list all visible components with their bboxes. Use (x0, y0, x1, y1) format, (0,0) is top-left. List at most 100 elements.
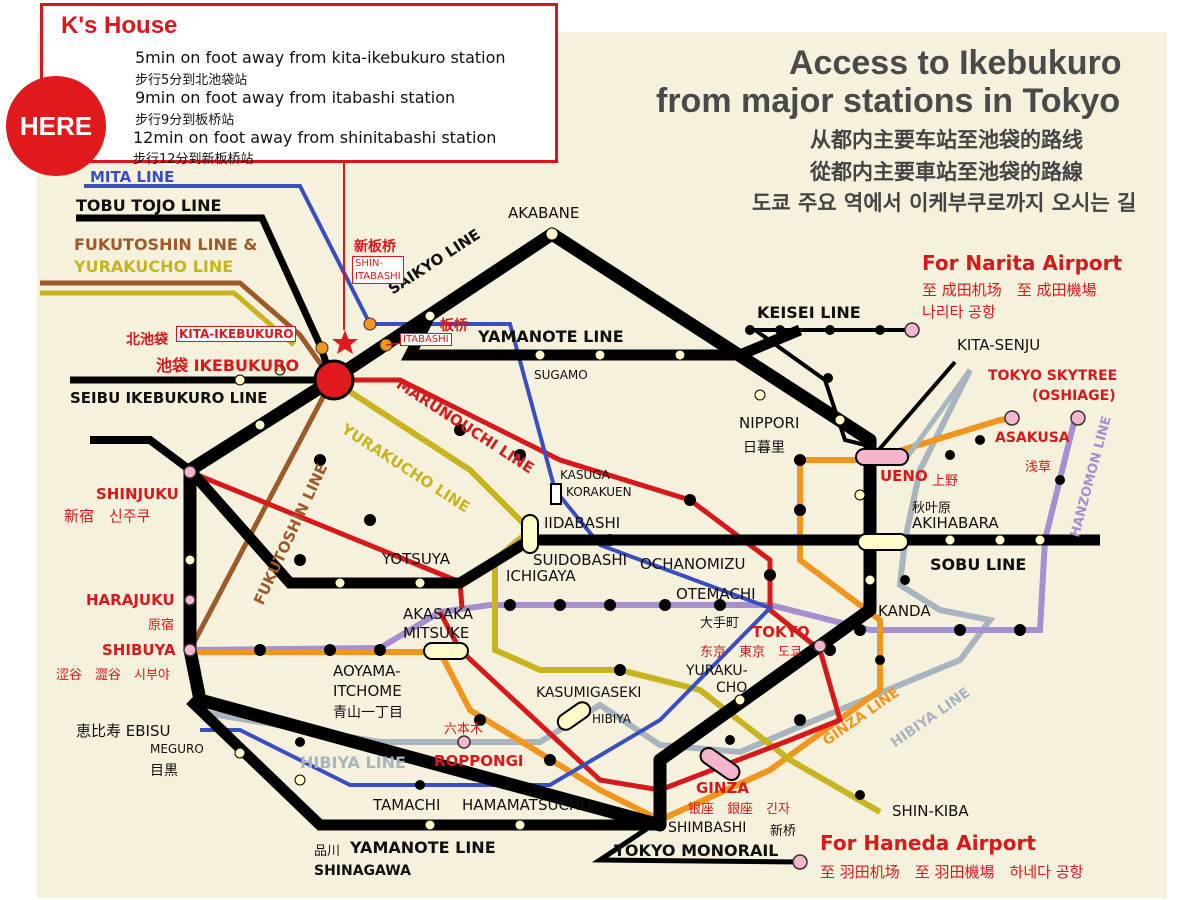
station-dot (1055, 475, 1065, 485)
station-dot (183, 465, 197, 479)
station-dot (183, 643, 197, 657)
ks-line-1: 5min on foot away from kita-ikebukuro st… (135, 48, 506, 67)
station-roppongi-jp: 六本木 (444, 722, 484, 737)
fukutoshin-line (40, 280, 335, 652)
transfer-kasumigaseki (556, 701, 592, 731)
station-harajuku: HARAJUKU (86, 591, 175, 609)
station-dot (514, 449, 526, 461)
airport-dots (183, 322, 1086, 870)
fukutoshin-amp-label: FUKUTOSHIN LINE & (74, 235, 258, 254)
station-dot (424, 819, 436, 831)
station-kita-ikebukuro-jp: 北池袋 (126, 332, 168, 348)
title-en-1: Access to Ikebukuro (789, 44, 1122, 82)
station-shin-itabashi-en: SHIN- ITABASHI (352, 256, 404, 284)
station-dot (794, 714, 806, 726)
station-dot (534, 349, 546, 361)
station-shibuya-sub: 涩谷 澀谷 시부야 (56, 668, 170, 683)
narita-label: For Narita Airport (922, 251, 1123, 275)
station-dot (424, 310, 436, 322)
station-dot (954, 624, 966, 636)
station-dot (754, 389, 766, 401)
kita-senju-link (902, 368, 973, 462)
narita-sub-1: 至 成田机场 至 成田機場 (922, 281, 1097, 299)
station-dot (374, 644, 386, 656)
station-dot (1014, 624, 1026, 636)
station-dot (1070, 410, 1086, 426)
station-tokyo: TOKYO (752, 623, 810, 641)
metro-station-dots (254, 325, 1065, 800)
kita-senju-link-jr (868, 360, 957, 462)
station-kasuga: KASUGA (560, 468, 610, 482)
station-dot (659, 599, 671, 611)
station-dot (345, 737, 355, 747)
title-zh-t: 從都内主要車站至池袋的路線 (810, 160, 1083, 184)
station-dot (315, 341, 329, 355)
station-harajuku-sub: 原宿 (148, 618, 175, 633)
station-dot (454, 424, 466, 436)
ks-line-2: 步行5分到北池袋站 (135, 73, 248, 88)
station-ebisu: 恵比寿 EBISU (76, 722, 171, 740)
station-sugamo: SUGAMO (534, 368, 588, 382)
station-dot (875, 655, 885, 665)
station-dot (184, 594, 196, 606)
station-dot (324, 644, 336, 656)
mita-line (84, 184, 774, 787)
station-tokyo-sub: 东京 東京 도쿄 (700, 645, 802, 660)
station-otemachi: OTEMACHI (676, 585, 756, 603)
station-kasumigaseki: KASUMIGASEKI (536, 685, 642, 701)
station-dot (855, 790, 865, 800)
station-dot (854, 489, 866, 501)
station-dot (945, 450, 955, 460)
station-dot (234, 374, 246, 386)
station-shibuya: SHIBUYA (102, 641, 176, 659)
station-meguro-jp: 目黒 (150, 763, 178, 779)
transfer-akihabara (857, 533, 909, 551)
station-dot (684, 494, 696, 506)
station-dot (875, 325, 885, 335)
station-dot (604, 599, 616, 611)
station-aoyama-2: ITCHOME (333, 682, 402, 700)
station-kita-senju: KITA-SENJU (957, 336, 1041, 354)
station-dot (274, 364, 286, 376)
transfer-capsules (423, 514, 909, 731)
station-dot (604, 534, 616, 546)
yurakucho-line-label: YURAKUCHO LINE (74, 257, 234, 276)
station-dot (254, 419, 266, 431)
ks-house-box: K's House 5min on foot away from kita-ik… (40, 3, 558, 167)
ikebukuro-hub (313, 359, 355, 401)
shin-itabashi-en-1: SHIN- (355, 258, 383, 269)
station-aoyama-jp: 青山一丁目 (333, 705, 403, 721)
ks-line-4: 步行9分到板桥站 (135, 113, 235, 128)
station-dot (944, 534, 956, 546)
station-dot (900, 575, 910, 585)
station-dot (734, 694, 746, 706)
station-dot (594, 349, 606, 361)
station-shinjuku: SHINJUKU (96, 485, 179, 503)
station-hamamatsucho: HAMAMATSUCHO (462, 796, 593, 814)
station-nippori-jp: 日暮里 (743, 440, 785, 456)
yurakucho-line-diag (330, 377, 882, 815)
station-shinagawa-jp: 品川 (314, 844, 341, 859)
station-dot (725, 735, 735, 745)
shin-itabashi-en-2: ITABASHI (355, 271, 401, 282)
station-dot (825, 325, 835, 335)
station-dot (614, 664, 626, 676)
station-yotsuya: YOTSUYA (382, 550, 451, 568)
station-shin-kiba: SHIN-KIBA (892, 802, 969, 820)
station-dot (474, 714, 486, 726)
station-dot (854, 624, 866, 636)
star-icon (332, 330, 358, 354)
station-meguro: MEGURO (150, 742, 204, 756)
station-akabane: AKABANE (508, 204, 580, 222)
mita-line-label: MITA LINE (90, 168, 175, 186)
keisei-line-label: KEISEI LINE (757, 303, 861, 322)
station-dot (745, 325, 755, 335)
station-dot (414, 577, 426, 589)
title-en-2: from major stations in Tokyo (656, 82, 1121, 120)
station-dot (975, 435, 985, 445)
here-badge: HERE (6, 76, 106, 176)
station-akihabara-jp: 秋叶原 (912, 501, 952, 516)
station-shimbashi: SHIMBASHI (668, 820, 747, 836)
station-roppongi: ROPPONGI (434, 752, 524, 770)
